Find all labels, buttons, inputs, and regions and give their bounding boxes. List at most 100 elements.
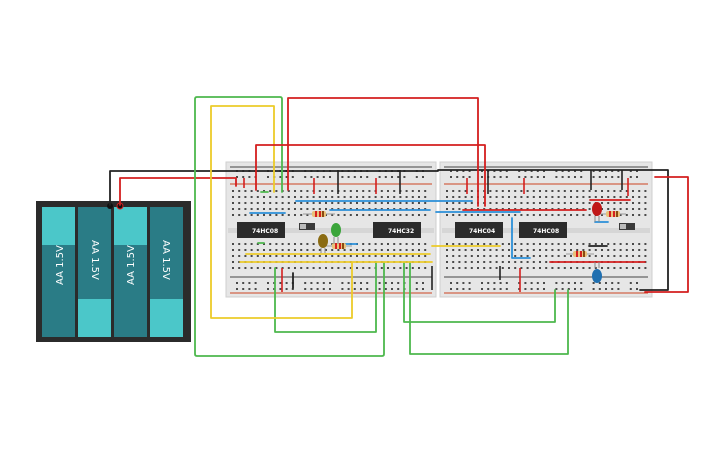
breadboard-hole[interactable]	[393, 249, 396, 251]
rail-hole[interactable]	[422, 282, 424, 284]
breadboard-hole[interactable]	[387, 267, 389, 269]
rail-hole[interactable]	[279, 176, 282, 178]
breadboard-hole[interactable]	[362, 255, 365, 257]
breadboard-hole[interactable]	[619, 202, 622, 204]
breadboard-hole[interactable]	[263, 267, 265, 269]
breadboard-hole[interactable]	[458, 255, 461, 257]
breadboard-hole[interactable]	[489, 255, 492, 257]
breadboard-hole[interactable]	[582, 196, 585, 198]
breadboard-hole[interactable]	[263, 202, 265, 204]
breadboard-hole[interactable]	[300, 190, 303, 192]
breadboard-hole[interactable]	[601, 249, 603, 251]
breadboard-hole[interactable]	[411, 202, 414, 204]
rail-hole[interactable]	[304, 176, 307, 178]
rail-hole[interactable]	[567, 288, 570, 290]
breadboard-hole[interactable]	[594, 196, 597, 198]
breadboard-hole[interactable]	[337, 267, 340, 269]
breadboard-hole[interactable]	[601, 190, 603, 192]
breadboard-hole[interactable]	[576, 249, 579, 251]
rail-hole[interactable]	[487, 282, 490, 284]
breadboard-hole[interactable]	[532, 202, 535, 204]
breadboard-hole[interactable]	[368, 249, 371, 251]
breadboard-hole[interactable]	[349, 255, 352, 257]
breadboard-hole[interactable]	[393, 202, 396, 204]
breadboard-hole[interactable]	[638, 255, 641, 257]
breadboard-hole[interactable]	[362, 202, 365, 204]
breadboard-hole[interactable]	[532, 196, 535, 198]
breadboard-hole[interactable]	[613, 196, 616, 198]
breadboard-hole[interactable]	[238, 243, 241, 245]
breadboard-hole[interactable]	[594, 249, 597, 251]
breadboard-hole[interactable]	[570, 202, 572, 204]
breadboard-hole[interactable]	[483, 243, 486, 245]
breadboard-hole[interactable]	[356, 202, 358, 204]
breadboard-hole[interactable]	[325, 249, 327, 251]
breadboard-hole[interactable]	[632, 208, 634, 210]
breadboard-hole[interactable]	[489, 190, 492, 192]
breadboard-hole[interactable]	[638, 196, 641, 198]
breadboard-hole[interactable]	[281, 202, 284, 204]
rail-hole[interactable]	[291, 176, 294, 178]
breadboard-hole[interactable]	[582, 214, 585, 216]
breadboard-hole[interactable]	[588, 202, 591, 204]
breadboard-hole[interactable]	[387, 196, 389, 198]
rail-hole[interactable]	[468, 282, 471, 284]
breadboard-hole[interactable]	[520, 208, 523, 210]
breadboard-hole[interactable]	[526, 202, 529, 204]
breadboard-hole[interactable]	[551, 214, 554, 216]
rail-hole[interactable]	[561, 170, 564, 172]
breadboard-hole[interactable]	[464, 261, 467, 263]
rail-hole[interactable]	[378, 288, 381, 290]
rail-hole[interactable]	[415, 282, 418, 284]
breadboard-hole[interactable]	[644, 190, 647, 192]
rail-hole[interactable]	[524, 170, 527, 172]
rail-hole[interactable]	[481, 288, 483, 290]
breadboard-hole[interactable]	[501, 249, 504, 251]
rail-hole[interactable]	[304, 282, 307, 284]
breadboard-hole[interactable]	[418, 267, 420, 269]
resistor-2[interactable]	[326, 243, 352, 249]
breadboard-hole[interactable]	[250, 214, 253, 216]
chip-74hc04[interactable]: 74HC04	[455, 222, 503, 238]
breadboard-hole[interactable]	[331, 249, 334, 251]
rail-hole[interactable]	[629, 288, 632, 290]
breadboard-hole[interactable]	[356, 214, 358, 216]
rail-hole[interactable]	[580, 288, 583, 290]
breadboard-hole[interactable]	[275, 214, 278, 216]
breadboard-hole[interactable]	[582, 243, 585, 245]
breadboard-hole[interactable]	[576, 196, 579, 198]
breadboard-hole[interactable]	[557, 243, 560, 245]
wire-blue[interactable]	[511, 217, 531, 259]
rail-hole[interactable]	[267, 282, 269, 284]
breadboard-hole[interactable]	[638, 249, 641, 251]
breadboard-hole[interactable]	[424, 255, 427, 257]
breadboard-hole[interactable]	[588, 190, 591, 192]
breadboard-hole[interactable]	[362, 267, 365, 269]
breadboard-hole[interactable]	[570, 267, 572, 269]
breadboard-hole[interactable]	[570, 243, 572, 245]
breadboard-hole[interactable]	[464, 249, 467, 251]
breadboard-hole[interactable]	[613, 202, 616, 204]
breadboard-hole[interactable]	[294, 243, 296, 245]
breadboard-hole[interactable]	[331, 196, 334, 198]
breadboard-hole[interactable]	[563, 243, 566, 245]
breadboard-hole[interactable]	[464, 196, 467, 198]
breadboard-hole[interactable]	[576, 190, 579, 192]
breadboard-hole[interactable]	[477, 267, 479, 269]
rail-hole[interactable]	[555, 176, 558, 178]
breadboard-hole[interactable]	[508, 261, 510, 263]
breadboard-hole[interactable]	[563, 190, 566, 192]
breadboard-hole[interactable]	[619, 249, 622, 251]
breadboard-hole[interactable]	[570, 190, 572, 192]
breadboard-hole[interactable]	[551, 249, 554, 251]
breadboard-hole[interactable]	[557, 249, 560, 251]
breadboard-hole[interactable]	[380, 255, 383, 257]
breadboard-hole[interactable]	[343, 190, 346, 192]
breadboard-hole[interactable]	[489, 243, 492, 245]
breadboard-hole[interactable]	[281, 208, 284, 210]
breadboard-hole[interactable]	[458, 190, 461, 192]
rail-hole[interactable]	[561, 176, 564, 178]
breadboard-hole[interactable]	[545, 190, 548, 192]
breadboard-hole[interactable]	[238, 196, 241, 198]
breadboard-hole[interactable]	[501, 190, 504, 192]
